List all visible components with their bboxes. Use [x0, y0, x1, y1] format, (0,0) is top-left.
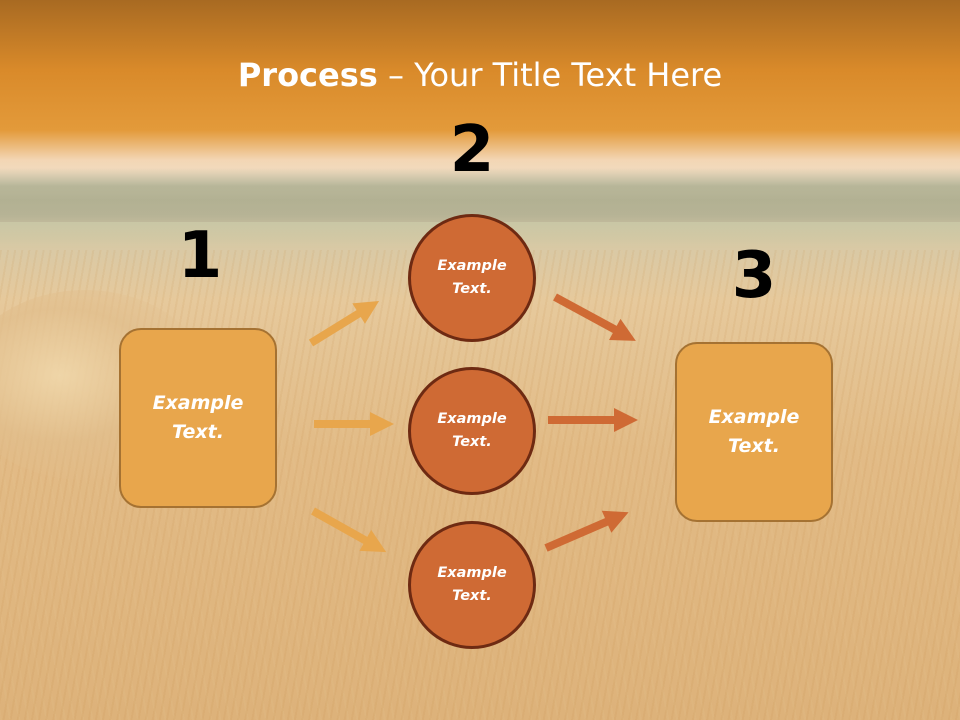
title-bold: Process: [237, 56, 378, 94]
process-circle-middle[interactable]: Example Text.: [408, 367, 536, 495]
arrow-left-to-bottom: [311, 507, 387, 553]
circle-middle-text: Example Text.: [437, 411, 507, 450]
process-circle-top[interactable]: Example Text.: [408, 214, 536, 342]
circle-bottom-text: Example Text.: [437, 565, 507, 604]
process-box-right[interactable]: Example Text.: [675, 342, 833, 522]
step-number-3: 3: [731, 239, 777, 313]
arrow-top-to-right: [553, 293, 636, 341]
box-left-text: Example Text.: [152, 392, 244, 443]
process-circle-bottom[interactable]: Example Text.: [408, 521, 536, 649]
arrow-bottom-to-right: [544, 510, 629, 552]
arrow-left-to-top: [308, 300, 380, 347]
circle-top-text: Example Text.: [437, 258, 507, 297]
slide-title[interactable]: Process – Your Title Text Here: [0, 54, 960, 96]
arrow-left-to-middle: [314, 412, 394, 436]
step-number-2: 2: [449, 113, 495, 187]
title-rest: – Your Title Text Here: [377, 56, 723, 94]
arrow-middle-to-right: [548, 408, 638, 432]
step-number-1: 1: [177, 219, 223, 293]
box-right-text: Example Text.: [708, 406, 800, 457]
process-box-left[interactable]: Example Text.: [119, 328, 277, 508]
